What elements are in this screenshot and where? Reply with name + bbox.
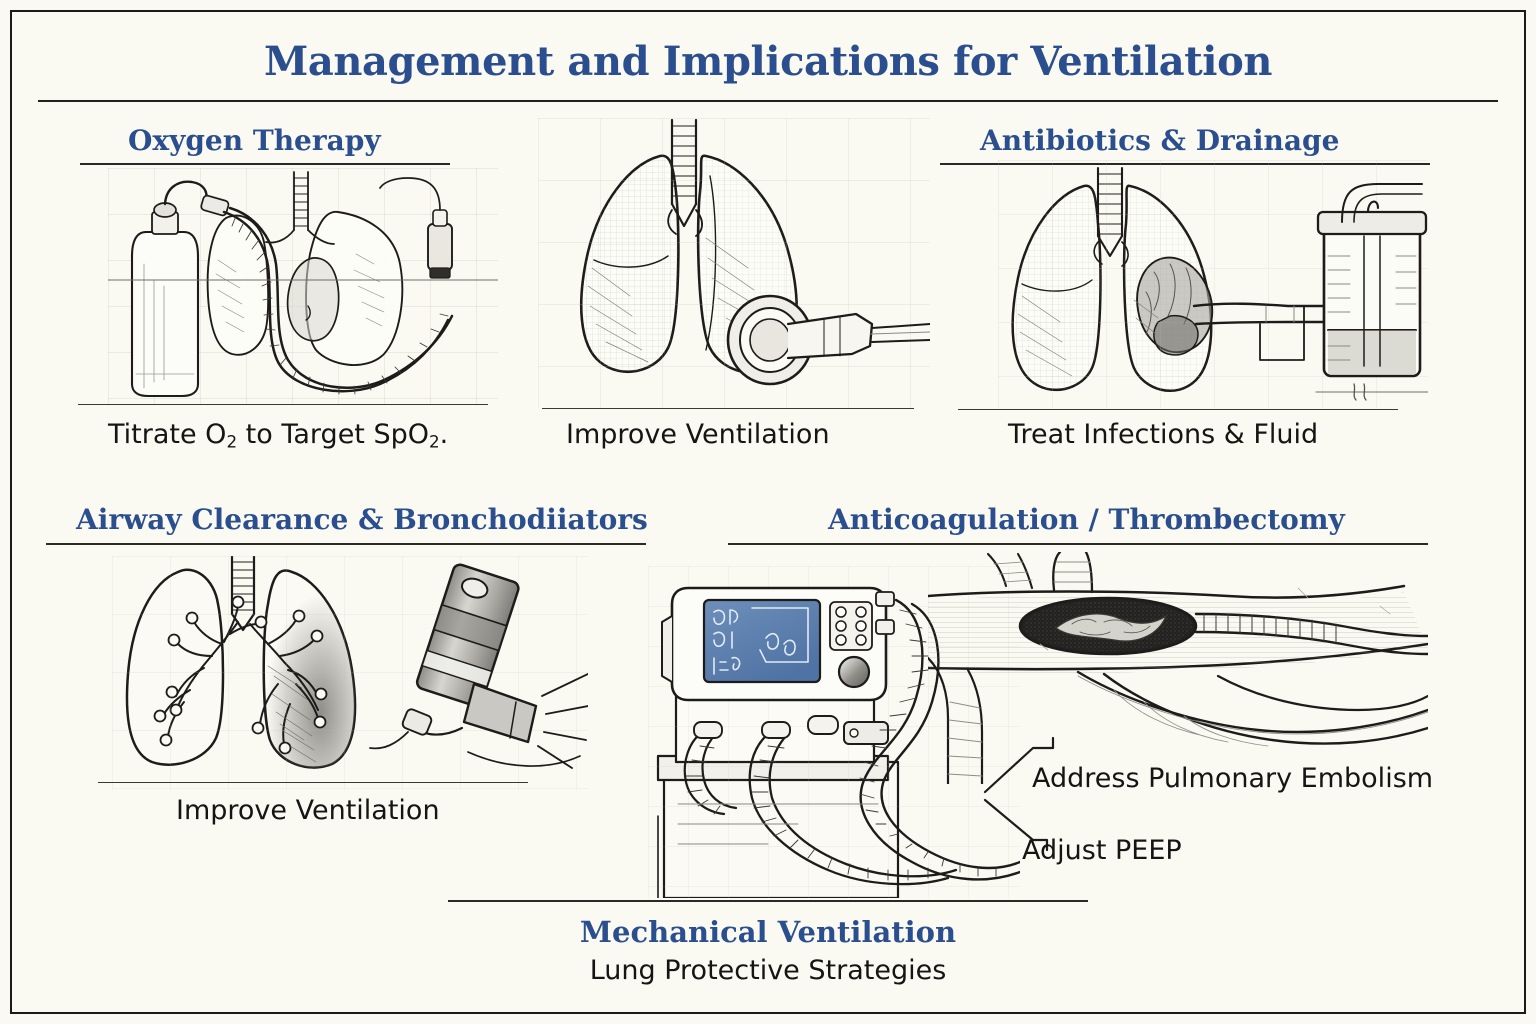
caption-oxygen-suffix: . bbox=[439, 419, 449, 450]
page-title: Management and Implications for Ventilat… bbox=[263, 38, 1273, 85]
caption-oxygen-mid: to Target SpO bbox=[237, 419, 430, 450]
caption-treat-infections-fluid: Treat Infections & Fluid bbox=[1008, 419, 1319, 450]
oxygen-cylinder-and-lungs-illustration bbox=[107, 168, 499, 404]
caption-rule-treat-infections bbox=[958, 409, 1398, 410]
section-rule-anticoagulation-thrombectomy bbox=[728, 543, 1428, 545]
caption-oxygen-sub2: 2 bbox=[429, 431, 440, 452]
caption-rule-oxygen bbox=[78, 404, 488, 405]
lungs-with-chest-drain-and-collection-jar-illustration bbox=[998, 160, 1429, 408]
section-heading-antibiotics-drainage: Antibiotics & Drainage bbox=[980, 124, 1340, 157]
mechanical-ventilator-machine-illustration bbox=[648, 566, 1022, 900]
annotation-leader-lines bbox=[983, 736, 1055, 852]
bottom-divider-rule bbox=[448, 900, 1088, 902]
bottom-subtitle-lung-protective-strategies: Lung Protective Strategies bbox=[589, 955, 947, 986]
caption-oxygen-therapy: Titrate O2 to Target SpO2. bbox=[108, 419, 448, 452]
caption-rule-improve-ventilation-bottom bbox=[98, 782, 528, 783]
annotation-address-pulmonary-embolism: Address Pulmonary Embolism bbox=[1032, 763, 1434, 794]
section-rule-oxygen-therapy bbox=[80, 163, 450, 165]
annotation-adjust-peep: Adjust PEEP bbox=[1022, 835, 1182, 866]
lungs-with-bronchial-tree-and-inhaler-illustration bbox=[112, 554, 589, 790]
title-divider-rule bbox=[38, 100, 1498, 102]
caption-improve-ventilation-top: Improve Ventilation bbox=[566, 419, 830, 450]
section-heading-airway-clearance: Airway Clearance & Bronchodiiators bbox=[76, 503, 648, 536]
section-heading-oxygen-therapy: Oxygen Therapy bbox=[128, 124, 381, 157]
pulmonary-vessel-with-thrombus-illustration bbox=[926, 550, 1430, 786]
caption-oxygen-sub1: 2 bbox=[226, 431, 238, 452]
lungs-with-stethoscope-illustration bbox=[538, 118, 931, 408]
bottom-title-mechanical-ventilation: Mechanical Ventilation bbox=[579, 915, 957, 949]
caption-rule-improve-ventilation-top bbox=[542, 408, 914, 409]
caption-improve-ventilation-bottom: Improve Ventilation bbox=[176, 795, 440, 826]
section-heading-anticoagulation-thrombectomy: Anticoagulation / Thrombectomy bbox=[828, 503, 1345, 536]
caption-oxygen-prefix: Titrate O bbox=[108, 419, 227, 450]
section-rule-airway-clearance bbox=[46, 543, 646, 545]
